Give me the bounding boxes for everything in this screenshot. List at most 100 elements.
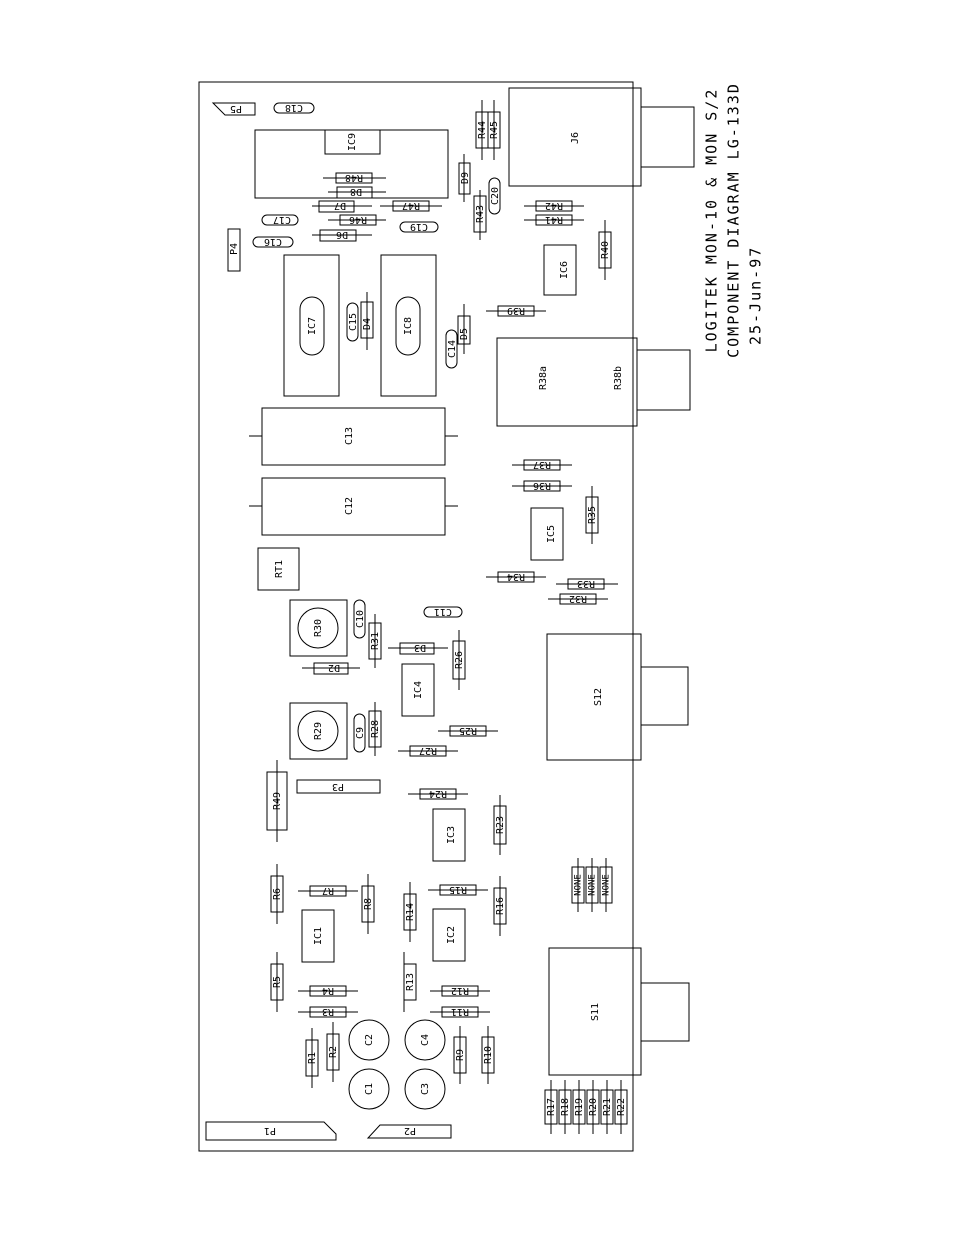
label-p2: P2 <box>404 1125 416 1136</box>
label-r8: R8 <box>363 898 374 910</box>
none-1-resistor <box>571 866 585 904</box>
r7-resistor <box>309 885 347 897</box>
label-r45: R45 <box>489 121 500 139</box>
label-r13: R13 <box>405 973 416 991</box>
label-c20: C20 <box>490 187 501 205</box>
label-r31: R31 <box>370 632 381 650</box>
j6-jack <box>508 87 642 187</box>
title-date: 25-Jun-97 <box>747 246 765 345</box>
label-none-2: NONE <box>588 874 598 896</box>
label-ic6: IC6 <box>559 261 570 279</box>
r37-resistor <box>523 459 561 471</box>
c14-capacitor <box>445 329 458 369</box>
ic4-chip <box>401 663 435 717</box>
label-c2: C2 <box>364 1034 375 1046</box>
label-r17: R17 <box>546 1098 557 1116</box>
label-c12: C12 <box>344 497 355 515</box>
label-c4: C4 <box>420 1034 431 1046</box>
r11-resistor <box>441 1006 479 1018</box>
ic7-block <box>283 254 340 397</box>
r39-resistor <box>497 305 535 317</box>
label-d4: D4 <box>362 318 373 330</box>
r18-resistor <box>558 1089 572 1125</box>
label-r23: R23 <box>495 816 506 834</box>
r45-resistor <box>487 111 501 149</box>
board-outline <box>198 81 634 1152</box>
label-p4: P4 <box>229 243 240 255</box>
label-r1: R1 <box>307 1052 318 1064</box>
label-r37: R37 <box>533 459 551 470</box>
r28-resistor <box>368 710 382 748</box>
c18-capacitor <box>273 102 315 114</box>
r36-resistor <box>523 480 561 492</box>
r16-resistor <box>493 887 507 925</box>
r26-resistor <box>452 640 466 680</box>
r23-resistor <box>493 805 507 845</box>
label-c13: C13 <box>344 427 355 445</box>
r42-resistor <box>535 200 573 212</box>
r21-resistor <box>600 1089 614 1125</box>
label-d6: D6 <box>336 229 348 240</box>
label-j6: J6 <box>570 132 581 144</box>
c16-capacitor <box>252 236 294 248</box>
ic1-chip <box>301 909 335 963</box>
label-r47: R47 <box>402 200 420 211</box>
r24-resistor <box>419 788 457 800</box>
label-r43: R43 <box>475 205 486 223</box>
label-r5: R5 <box>272 976 283 988</box>
c19-capacitor <box>399 221 439 233</box>
r32-resistor <box>559 593 597 605</box>
label-r12: R12 <box>451 985 469 996</box>
c11-capacitor <box>423 606 463 618</box>
label-rt1: RT1 <box>274 560 285 578</box>
label-r11: R11 <box>451 1006 469 1017</box>
p2-connector <box>366 1124 452 1139</box>
p1-connector <box>205 1121 337 1141</box>
label-c18: C18 <box>285 102 303 113</box>
label-r4: R4 <box>322 985 334 996</box>
label-r14: R14 <box>405 903 416 921</box>
d7-diode <box>318 200 355 213</box>
label-r20: R20 <box>588 1098 599 1116</box>
p4-connector <box>227 228 241 272</box>
label-c16: C16 <box>264 236 282 247</box>
r31-resistor <box>368 622 382 660</box>
label-r9: R9 <box>455 1049 466 1061</box>
title-line-2: COMPONENT DIAGRAM LG-133D <box>725 82 743 358</box>
label-r24: R24 <box>429 788 447 799</box>
r47-resistor <box>392 200 430 212</box>
r3-resistor <box>309 1006 347 1018</box>
label-r30: R30 <box>313 619 324 637</box>
r46-resistor <box>339 214 377 226</box>
label-c14: C14 <box>447 340 458 358</box>
label-none-3: NONE <box>602 874 612 896</box>
none-2-resistor <box>585 866 599 904</box>
s11-switch <box>548 947 642 1076</box>
label-p3: P3 <box>332 781 344 792</box>
label-r25: R25 <box>459 725 477 736</box>
r8-resistor <box>361 885 375 923</box>
d6-diode <box>319 229 357 242</box>
label-c1: C1 <box>364 1083 375 1095</box>
ic6-chip <box>543 244 577 296</box>
label-r19: R19 <box>574 1098 585 1116</box>
label-r3: R3 <box>322 1006 334 1017</box>
c1-capacitor <box>348 1068 390 1110</box>
c4-capacitor <box>404 1019 446 1061</box>
label-d9: D9 <box>460 172 471 184</box>
r20-resistor <box>586 1089 600 1125</box>
label-c9: C9 <box>355 727 366 739</box>
label-r21: R21 <box>602 1098 613 1116</box>
label-c3: C3 <box>420 1083 431 1095</box>
label-c11: C11 <box>434 606 452 617</box>
c15-capacitor <box>346 302 359 342</box>
d3-diode <box>399 642 435 655</box>
r13-resistor <box>403 963 417 1001</box>
none-3-resistor <box>599 866 613 904</box>
label-ic2: IC2 <box>446 926 457 944</box>
ic5-chip <box>530 507 564 561</box>
c20-capacitor <box>488 177 501 215</box>
c9-capacitor <box>353 713 366 753</box>
label-c15: C15 <box>348 313 359 331</box>
r1-resistor <box>305 1039 319 1077</box>
